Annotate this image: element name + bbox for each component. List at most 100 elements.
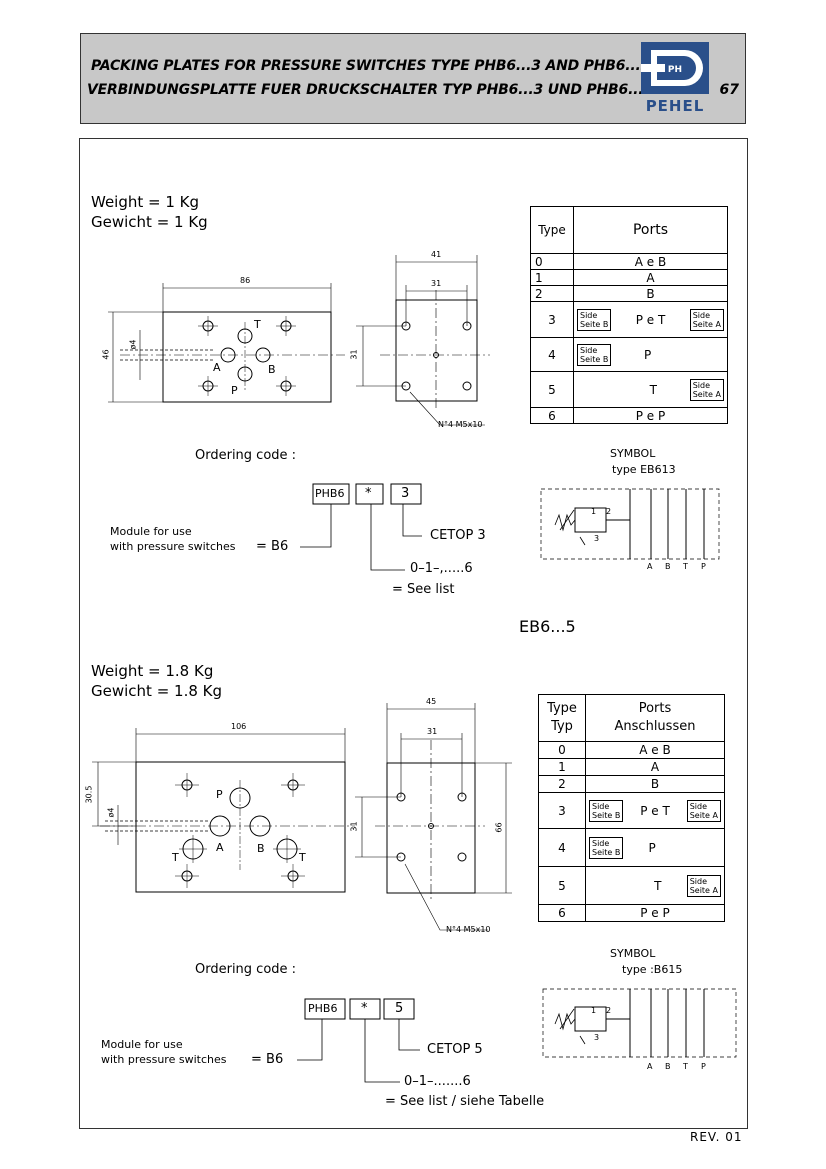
- logo-mark-icon: PH: [641, 42, 709, 94]
- symbol-port: B: [665, 562, 671, 571]
- dim-side-inner-2: 31: [427, 727, 438, 736]
- port-label-a-1: A: [213, 361, 221, 374]
- pehel-logo: PH PEHEL: [639, 40, 711, 118]
- side-port: A: [712, 885, 718, 895]
- b6-label-2: = B6: [251, 1052, 284, 1067]
- plate-front-view-1: [162, 311, 332, 403]
- ports-value: P: [644, 347, 652, 362]
- side-box-right: Side Seite A: [689, 308, 724, 331]
- table-row-type: 2: [538, 775, 586, 793]
- plate-front-view-2: [135, 761, 346, 893]
- table-row-ports: A: [585, 758, 725, 776]
- symbol-num: 2: [606, 1006, 612, 1015]
- symbol-port: A: [647, 562, 653, 571]
- code-box-phb6-2: PHB6: [308, 1002, 338, 1015]
- cetop-label-2: CETOP 5: [427, 1042, 483, 1057]
- header-ports-en: Ports: [638, 701, 672, 716]
- logo-text: PEHEL: [645, 97, 705, 115]
- ports-value: P: [648, 840, 656, 855]
- cetop-label-1: CETOP 3: [430, 528, 486, 543]
- table-row-ports: B: [585, 775, 725, 793]
- table-row-ports: P e P: [573, 407, 728, 424]
- title-german: VERBINDUNGSPLATTE FUER DRUCKSCHALTER TYP…: [87, 82, 653, 98]
- side-box-left: Side Seite B: [577, 343, 612, 366]
- table-row-ports: P e P: [585, 904, 725, 922]
- dim-hole-1: ø4: [128, 339, 138, 350]
- side-port: B: [602, 354, 609, 364]
- table-row-type: 1: [538, 758, 586, 776]
- table-row-type: 5: [538, 866, 586, 905]
- weight-en-1: Weight = 1 Kg: [91, 193, 200, 211]
- content-frame: [79, 138, 748, 1129]
- side-box-right: Side Seite A: [686, 874, 721, 897]
- port-label-p-1: P: [231, 384, 238, 397]
- section-title: EB6...5: [519, 617, 576, 636]
- dim-height-2: 30.5: [84, 785, 94, 804]
- header-ports-de: Anschlussen: [614, 719, 696, 734]
- port-label-b-2: B: [257, 842, 265, 855]
- code-box-star-2: *: [361, 1001, 368, 1016]
- logo-initials: PH: [668, 65, 682, 75]
- side-label: Side Seite: [592, 838, 613, 857]
- ports-value: T: [654, 878, 662, 893]
- side-box-left: Side Seite B: [589, 836, 624, 859]
- table-row-ports: T Side Seite A: [573, 371, 728, 408]
- dim-side-width-2: 45: [426, 697, 437, 706]
- symbol-port: B: [665, 1062, 671, 1071]
- port-label-b-1: B: [268, 363, 276, 376]
- ports-value: T: [649, 382, 658, 397]
- table-row-type: 3: [538, 792, 586, 829]
- symbol-title-2: SYMBOL: [610, 947, 656, 960]
- side-box-left: Side Seite B: [577, 308, 612, 331]
- ports-value: P e T: [640, 803, 670, 818]
- table-header-ports: Ports: [573, 206, 728, 254]
- side-port: A: [715, 319, 721, 329]
- side-port: B: [602, 319, 609, 329]
- see-list-1: = See list: [392, 582, 455, 597]
- symbol-port: A: [647, 1062, 653, 1071]
- code-box-phb6-1: PHB6: [315, 487, 345, 500]
- dim-side-inner-1: 31: [431, 279, 442, 288]
- symbol-type-2: type :B615: [622, 963, 683, 976]
- side-label: Side Seite: [689, 801, 710, 820]
- header-type-en: Type: [547, 701, 577, 716]
- side-label: Side Seite: [692, 310, 713, 329]
- table-row-type: 6: [538, 904, 586, 922]
- ports-value: P e T: [635, 312, 666, 327]
- table-row-type: 4: [530, 337, 574, 372]
- dim-hole-2: ø4: [106, 807, 116, 818]
- weight-de-2: Gewicht = 1.8 Kg: [91, 682, 223, 700]
- weight-de-1: Gewicht = 1 Kg: [91, 213, 208, 231]
- symbol-num: 3: [594, 1033, 600, 1042]
- module-line1-2: Module for use: [101, 1038, 183, 1051]
- symbol-num: 1: [591, 1006, 597, 1015]
- port-label-t1-2: T: [172, 851, 179, 864]
- dim-side-h-2: 31: [349, 821, 359, 832]
- table-row-type: 3: [530, 301, 574, 338]
- range-label-2: 0–1–.......6: [404, 1074, 471, 1089]
- ordering-code-label-1: Ordering code :: [195, 448, 297, 463]
- symbol-num: 3: [594, 534, 600, 543]
- range-label-1: 0–1–,.....6: [410, 561, 473, 576]
- symbol-title-1: SYMBOL: [610, 447, 656, 460]
- table-row-ports: A e B: [573, 253, 728, 270]
- module-line2-1: with pressure switches: [110, 540, 236, 553]
- side-port: A: [712, 810, 718, 820]
- header-banner: PACKING PLATES FOR PRESSURE SWITCHES TYP…: [80, 33, 746, 124]
- symbol-port: P: [701, 1062, 706, 1071]
- port-label-a-2: A: [216, 841, 224, 854]
- symbol-num: 2: [606, 507, 612, 516]
- symbol-port: T: [683, 562, 688, 571]
- code-box-star-1: *: [365, 486, 372, 501]
- header-type-de: Typ: [551, 719, 573, 734]
- symbol-port: P: [701, 562, 706, 571]
- symbol-type-1: type EB613: [612, 463, 676, 476]
- b6-label-1: = B6: [256, 539, 289, 554]
- table-row-type: 0: [530, 253, 574, 270]
- table-row-type: 5: [530, 371, 574, 408]
- plate-side-view-1: [395, 299, 478, 402]
